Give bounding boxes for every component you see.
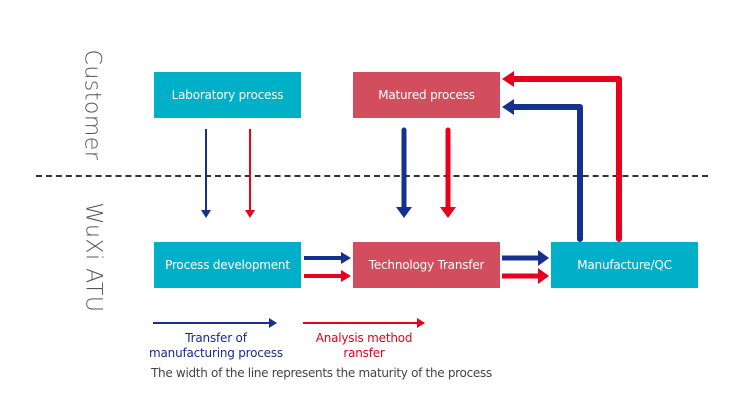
- legend-blue-line1: Transfer of: [185, 331, 247, 345]
- arrowhead-lab-to-pd-blue: [201, 210, 211, 218]
- lane-divider: [36, 175, 708, 177]
- arrowhead-matured-to-tt-blue: [396, 207, 412, 218]
- legend-arrowhead-red: [417, 318, 425, 328]
- arrowhead-mqc-to-matured-red: [502, 71, 514, 87]
- arrowhead-pd-to-tt-blue: [341, 252, 351, 264]
- legend-blue-line2: manufacturing process: [149, 346, 283, 360]
- box-manufacture-qc-label: Manufacture/QC: [577, 258, 672, 272]
- legend-label-analysis-method-transfer: Analysis method ransfer: [300, 331, 428, 361]
- arrowhead-pd-to-tt-red: [341, 270, 351, 282]
- box-matured-process-label: Matured process: [378, 88, 475, 102]
- box-process-development-label: Process development: [165, 258, 290, 272]
- box-process-development: Process development: [154, 242, 301, 288]
- legend-red-line1: Analysis method: [315, 331, 413, 345]
- box-technology-transfer-label: Technology Transfer: [368, 258, 485, 272]
- arrow-mqc-to-matured-blue: [509, 104, 583, 242]
- arrowhead-lab-to-pd-red: [245, 210, 255, 218]
- arrowhead-matured-to-tt-red: [440, 207, 456, 218]
- arrowhead-tt-to-mqc-red: [538, 268, 549, 284]
- legend-label-manufacturing-transfer: Transfer of manufacturing process: [146, 331, 286, 361]
- arrowhead-mqc-to-matured-blue: [502, 99, 514, 115]
- legend-arrowhead-blue: [269, 318, 277, 328]
- arrow-mqc-to-matured-red: [509, 76, 622, 242]
- box-manufacture-qc: Manufacture/QC: [551, 242, 698, 288]
- box-laboratory-process: Laboratory process: [154, 72, 301, 118]
- legend-red-line2: ransfer: [343, 346, 385, 360]
- box-matured-process: Matured process: [353, 72, 500, 118]
- box-technology-transfer: Technology Transfer: [353, 242, 500, 288]
- arrowhead-tt-to-mqc-blue: [538, 250, 549, 266]
- box-laboratory-process-label: Laboratory process: [171, 88, 284, 102]
- legend-footnote: The width of the line represents the mat…: [151, 366, 492, 380]
